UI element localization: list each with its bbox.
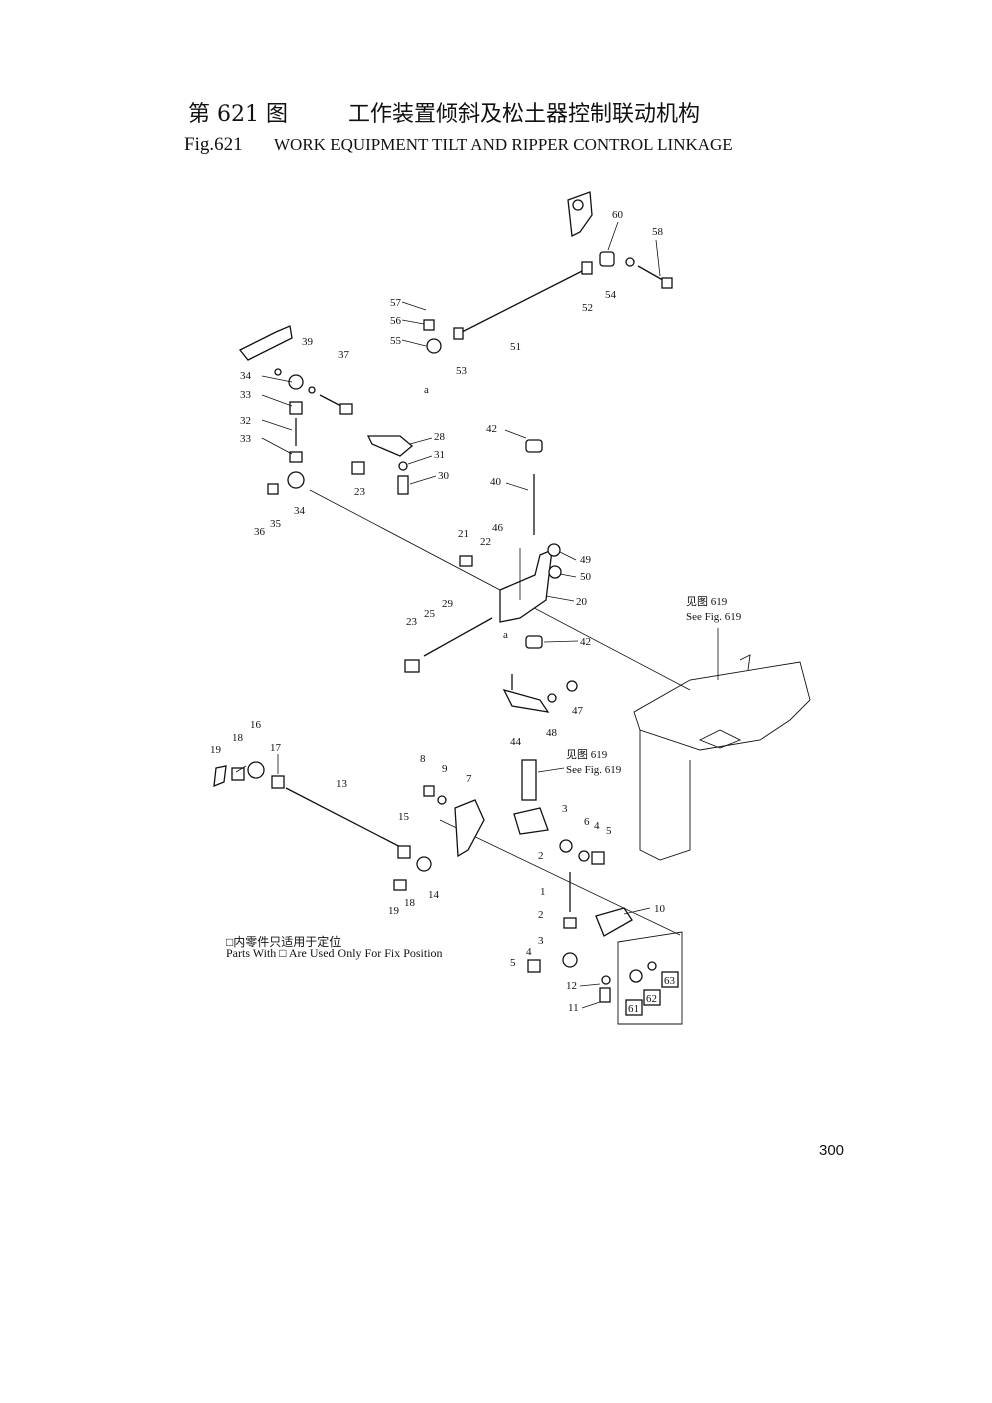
label-19b: 19	[388, 905, 400, 917]
label-2: 2	[538, 850, 544, 862]
machine-frame	[633, 654, 811, 861]
label-34b: 34	[294, 505, 306, 517]
label-23: 23	[354, 486, 366, 498]
label-42: 42	[486, 423, 497, 435]
label-47: 47	[572, 705, 584, 717]
figure-number-en: Fig.621	[184, 134, 243, 155]
arm-28-group	[351, 435, 414, 495]
label-28: 28	[434, 431, 446, 443]
label-12: 12	[566, 980, 577, 992]
figure-title-cn: 第 621 图 工作装置倾斜及松土器控制联动机构	[188, 96, 700, 128]
label-13: 13	[336, 778, 348, 790]
label-31: 31	[434, 449, 445, 461]
ref-a-mid: a	[503, 629, 508, 641]
label-3b: 3	[538, 935, 544, 947]
label-10: 10	[654, 903, 666, 915]
label-15: 15	[398, 811, 410, 823]
note-en: Parts With □ Are Used Only For Fix Posit…	[226, 946, 443, 960]
label-57: 57	[390, 297, 402, 309]
label-30: 30	[438, 470, 450, 482]
label-54: 54	[605, 289, 617, 301]
label-44: 44	[510, 736, 522, 748]
label-48: 48	[546, 727, 558, 739]
bellcrank-7	[423, 785, 485, 858]
leader-lines	[235, 221, 719, 1009]
label-50: 50	[580, 571, 592, 583]
label-9: 9	[442, 763, 448, 775]
label-35: 35	[270, 518, 282, 530]
label-52: 52	[582, 302, 593, 314]
label-63: 63	[664, 975, 676, 987]
label-18b: 18	[404, 897, 416, 909]
label-61: 61	[628, 1003, 639, 1015]
label-53: 53	[456, 365, 468, 377]
note-cn: □内零件只适用于定位	[226, 935, 342, 949]
label-8: 8	[420, 753, 426, 765]
label-42b: 42	[580, 636, 591, 648]
label-16: 16	[250, 719, 262, 731]
left-lever-assembly	[238, 325, 353, 495]
central-bracket-20	[404, 439, 562, 673]
label-5b: 5	[510, 957, 516, 969]
label-19: 19	[210, 744, 222, 756]
see-fig-619-en-b: See Fig. 619	[566, 764, 622, 776]
label-3: 3	[562, 803, 568, 815]
part-labels: 60 58 57 56 55 53 51 52 54 39 37 34 33 3…	[210, 209, 742, 1015]
label-58: 58	[652, 226, 664, 238]
upper-rod-assembly	[423, 191, 673, 354]
see-fig-619-cn-b: 见图 619	[566, 748, 608, 761]
label-14: 14	[428, 889, 440, 901]
label-11: 11	[568, 1002, 579, 1014]
label-36: 36	[254, 526, 266, 538]
label-4b: 4	[526, 946, 532, 958]
label-33b: 33	[240, 433, 252, 445]
label-56: 56	[390, 315, 402, 327]
label-4: 4	[594, 820, 600, 832]
figure-name-cn: 工作装置倾斜及松土器控制联动机构	[348, 102, 701, 127]
label-39: 39	[302, 336, 314, 348]
label-32: 32	[240, 415, 251, 427]
label-7: 7	[466, 773, 472, 785]
label-18: 18	[232, 732, 244, 744]
lever-44-group	[502, 674, 578, 713]
figure-number-cn: 第 621 图	[188, 102, 288, 127]
fix-position-inset	[617, 931, 683, 1025]
label-2b: 2	[538, 909, 544, 921]
shaft-lever-group	[513, 759, 605, 973]
figure-title-en: Fig.621 WORK EQUIPMENT TILT AND RIPPER CO…	[184, 134, 733, 156]
page-number: 300	[819, 1142, 845, 1159]
label-29: 29	[442, 598, 454, 610]
label-20: 20	[576, 596, 588, 608]
label-46: 46	[492, 522, 504, 534]
label-23b: 23	[406, 616, 418, 628]
lower-rod-13	[213, 761, 432, 891]
label-6: 6	[584, 816, 590, 828]
label-37: 37	[338, 349, 350, 361]
label-34: 34	[240, 370, 252, 382]
label-60: 60	[612, 209, 624, 221]
label-22: 22	[480, 536, 491, 548]
see-fig-619-en-a: See Fig. 619	[686, 611, 742, 623]
label-33: 33	[240, 389, 252, 401]
label-40: 40	[490, 476, 502, 488]
label-21: 21	[458, 528, 469, 540]
label-5: 5	[606, 825, 612, 837]
label-62: 62	[646, 993, 657, 1005]
label-17: 17	[270, 742, 282, 754]
alignment-line-lower	[439, 819, 681, 936]
ref-a-top: a	[424, 384, 429, 396]
see-fig-619-cn-a: 见图 619	[686, 595, 728, 608]
label-25: 25	[424, 608, 436, 620]
figure-name-en: WORK EQUIPMENT TILT AND RIPPER CONTROL L…	[274, 135, 733, 154]
label-1: 1	[540, 886, 546, 898]
label-51: 51	[510, 341, 521, 353]
label-55: 55	[390, 335, 402, 347]
bracket-10	[595, 907, 633, 1003]
label-49: 49	[580, 554, 592, 566]
